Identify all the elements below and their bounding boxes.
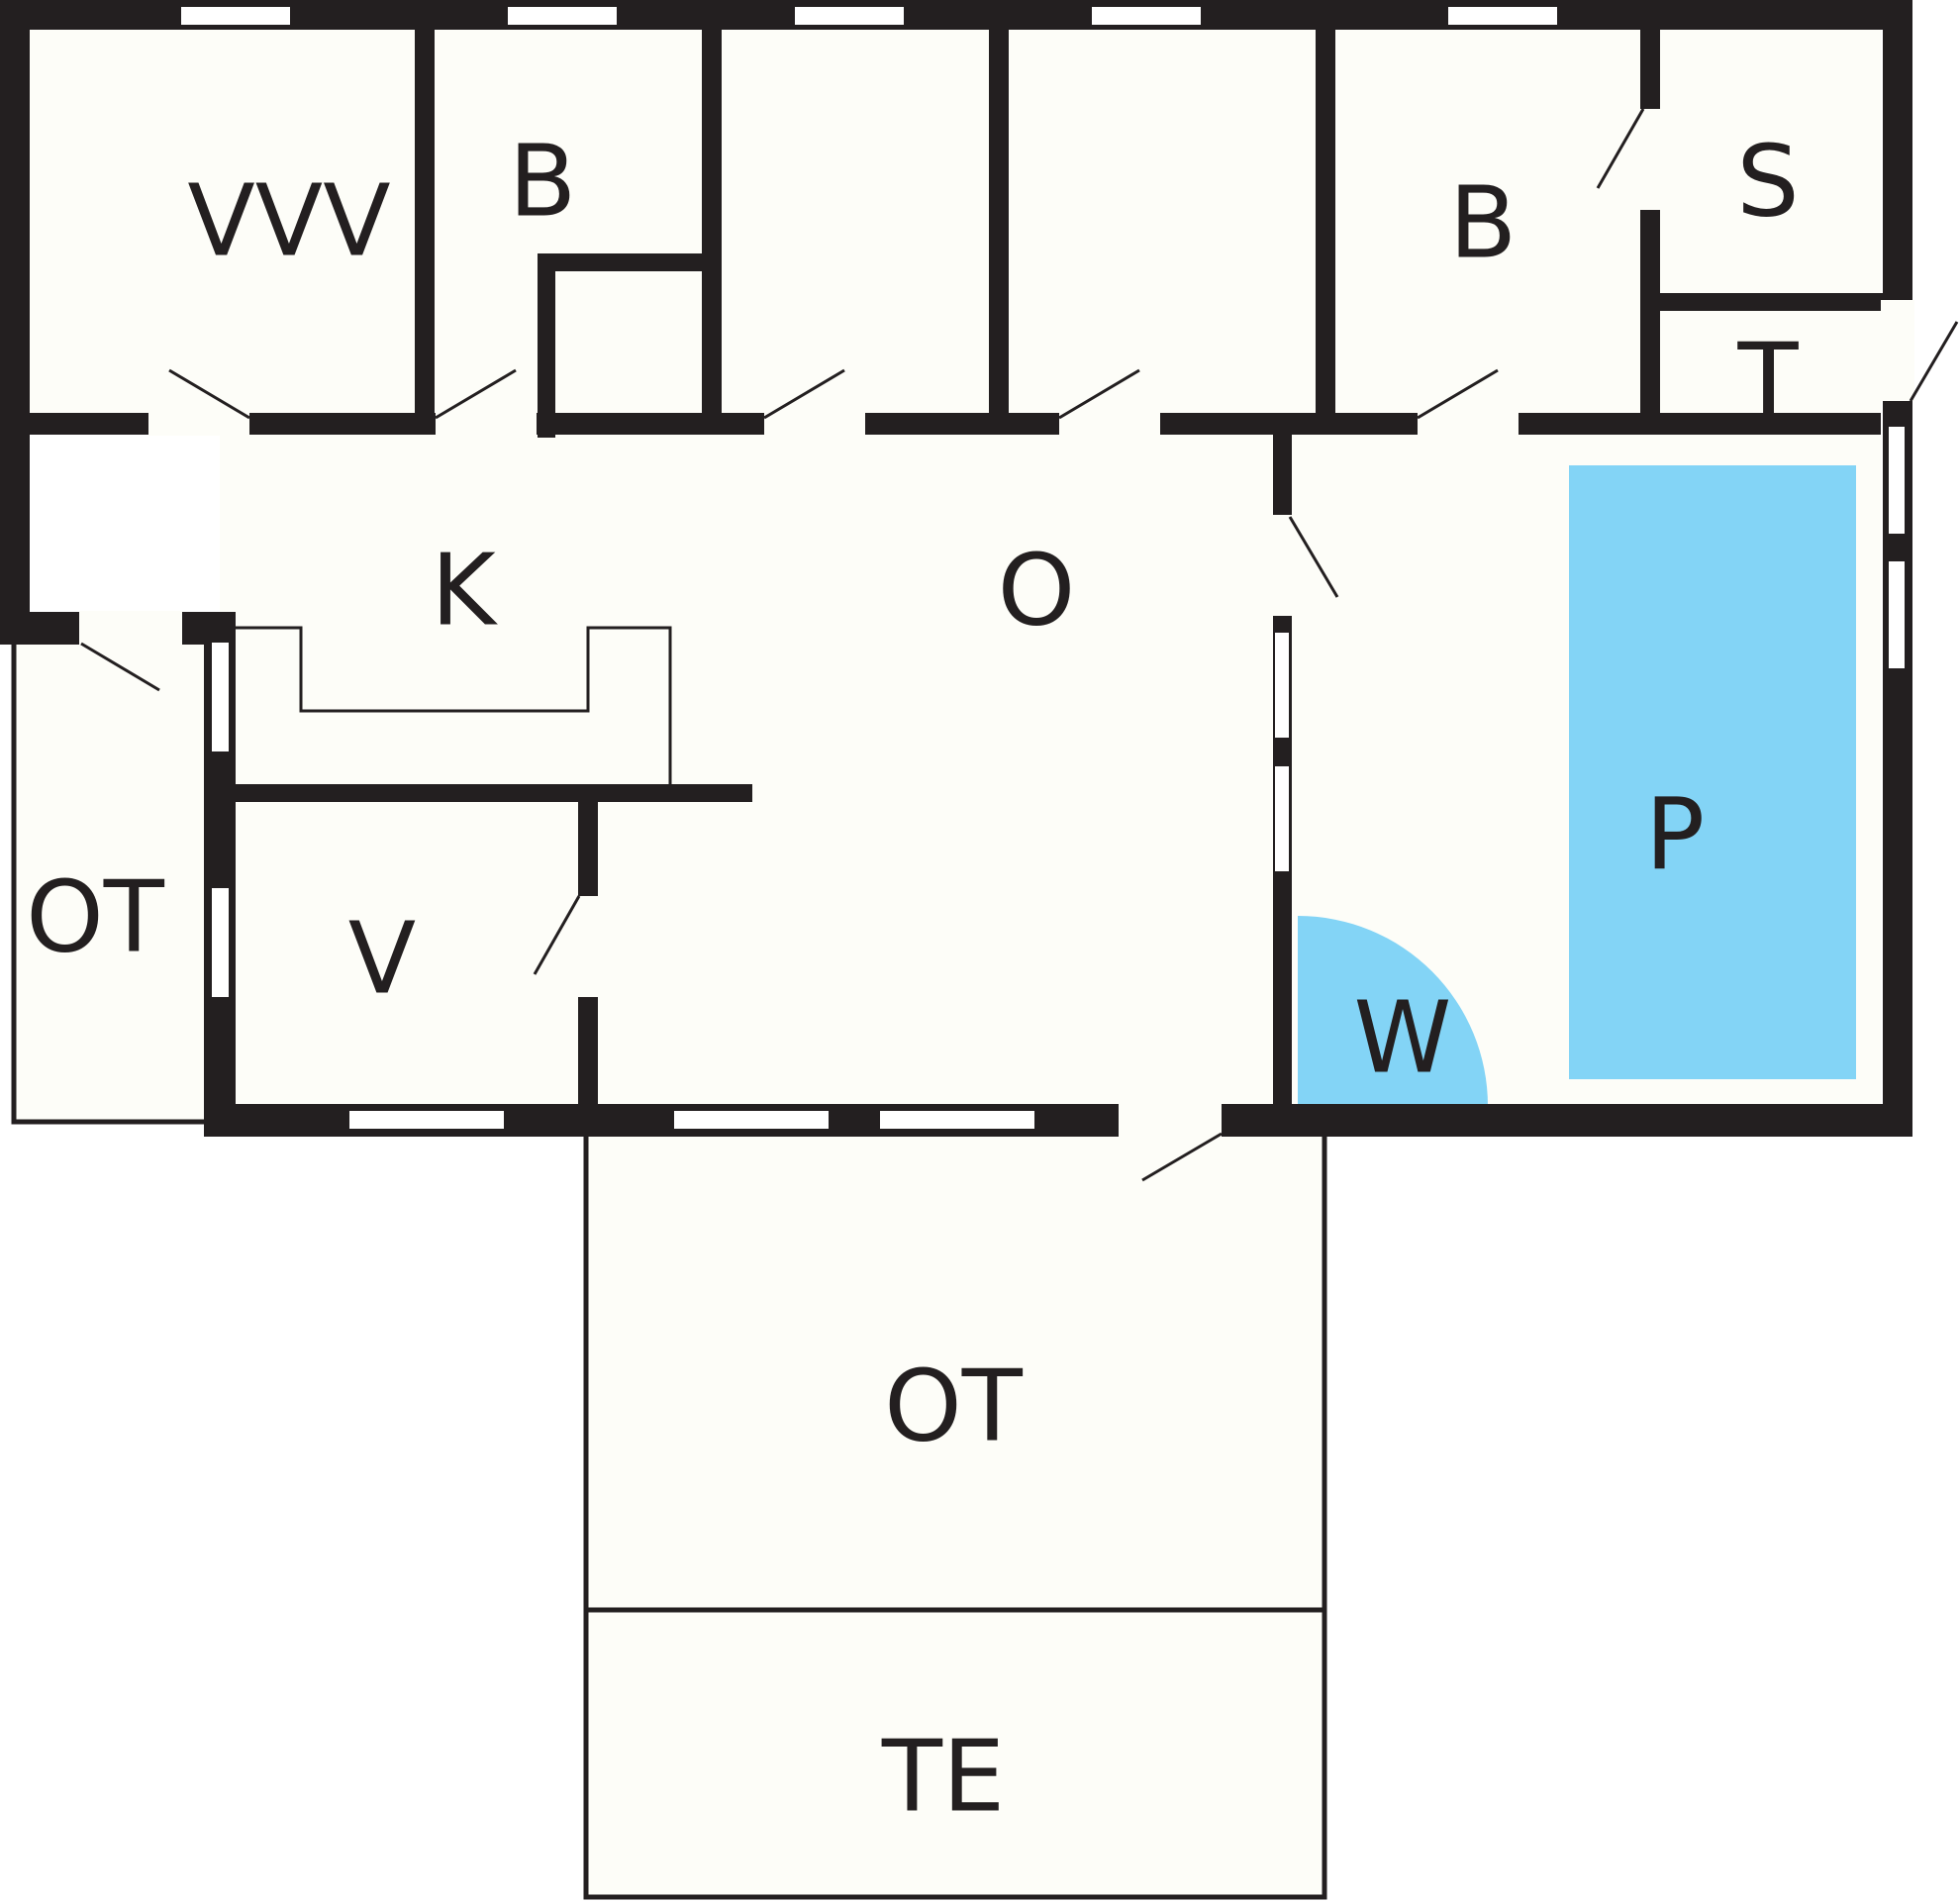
door-swing-vvv — [168, 368, 250, 420]
window-right-1 — [1887, 425, 1907, 536]
door-swing-pool — [1288, 516, 1339, 598]
label-terrace-bottom: OT — [884, 1349, 1024, 1464]
door-opening-left — [79, 611, 182, 646]
label-toilet: T — [1736, 322, 1799, 438]
thin-outlines — [11, 626, 1327, 1900]
door-opening-room3 — [764, 412, 865, 436]
left-terrace-floor — [14, 639, 206, 1122]
window-right-2 — [1887, 559, 1907, 670]
left-terrace-outline — [11, 644, 206, 1125]
partition-5 — [1640, 28, 1660, 424]
room-labels: VVV B B S T K O P W V OT OT TE — [26, 124, 1800, 1835]
partition-2 — [702, 28, 722, 424]
label-utility: V — [348, 901, 416, 1017]
door-swing-terrace — [1141, 1132, 1223, 1182]
label-bedroom-right: B — [1449, 165, 1518, 281]
window-left-2 — [210, 886, 231, 999]
door-opening-pool — [1272, 515, 1293, 616]
pool — [1569, 465, 1856, 1079]
kitchen-counter-outline — [236, 626, 672, 785]
label-living: O — [998, 533, 1076, 649]
door-swing-sauna — [1596, 108, 1645, 189]
door-swings — [80, 108, 1959, 1182]
door-swing-b2 — [1417, 368, 1499, 420]
door-opening-sauna — [1639, 109, 1661, 210]
partition-1 — [415, 28, 435, 424]
bottom-terrace-floor — [586, 1129, 1323, 1897]
window-top-5 — [1446, 5, 1559, 27]
window-pool-2 — [1273, 764, 1291, 873]
toilet-divider — [1764, 342, 1774, 416]
window-bottom-1 — [347, 1109, 506, 1131]
kitchen-counter-wall — [220, 784, 752, 802]
label-pool: P — [1645, 777, 1705, 893]
partition-3 — [989, 28, 1009, 424]
door-opening-toilet — [1881, 300, 1914, 401]
door-opening-utility — [577, 896, 599, 997]
door-swing-b1 — [435, 368, 517, 420]
right-wall-upper — [1883, 0, 1912, 300]
window-top-2 — [506, 5, 619, 27]
door-openings — [79, 109, 1914, 1138]
window-left-1 — [210, 641, 231, 753]
label-vvv: VVV — [187, 163, 390, 279]
window-pool-1 — [1273, 631, 1291, 740]
top-wall — [0, 0, 1912, 30]
corridor-wall — [28, 413, 1881, 435]
door-opening-b2 — [1418, 412, 1519, 436]
label-terrace-end: TE — [881, 1719, 1005, 1835]
partition-4 — [1316, 28, 1335, 424]
door-opening-terrace — [1119, 1103, 1222, 1138]
label-terrace-left: OT — [26, 859, 165, 975]
door-opening-vvv — [148, 412, 249, 436]
window-top-4 — [1090, 5, 1203, 27]
label-bedroom-left: B — [509, 124, 577, 240]
niche-left — [538, 253, 555, 438]
main-floor — [28, 28, 1881, 424]
window-top-1 — [179, 5, 292, 27]
door-opening-room4 — [1059, 412, 1160, 436]
windows — [179, 5, 1907, 1131]
label-whirlpool: W — [1354, 980, 1452, 1096]
window-top-3 — [793, 5, 906, 27]
window-bottom-2 — [672, 1109, 831, 1131]
sauna-wall — [1660, 293, 1883, 311]
label-kitchen: K — [431, 533, 498, 649]
window-bottom-3 — [878, 1109, 1036, 1131]
door-swing-room3 — [763, 368, 845, 420]
whirlpool — [1298, 916, 1488, 1106]
niche-top — [538, 253, 722, 271]
door-swing-room4 — [1058, 368, 1140, 420]
bottom-terrace-outline — [583, 1135, 1327, 1900]
door-swing-left — [80, 642, 160, 692]
left-wall-upper — [0, 0, 30, 644]
door-opening-b1 — [436, 412, 537, 436]
door-swing-utility — [533, 895, 581, 975]
label-sauna: S — [1736, 124, 1799, 240]
door-swing-toilet — [1909, 321, 1959, 402]
